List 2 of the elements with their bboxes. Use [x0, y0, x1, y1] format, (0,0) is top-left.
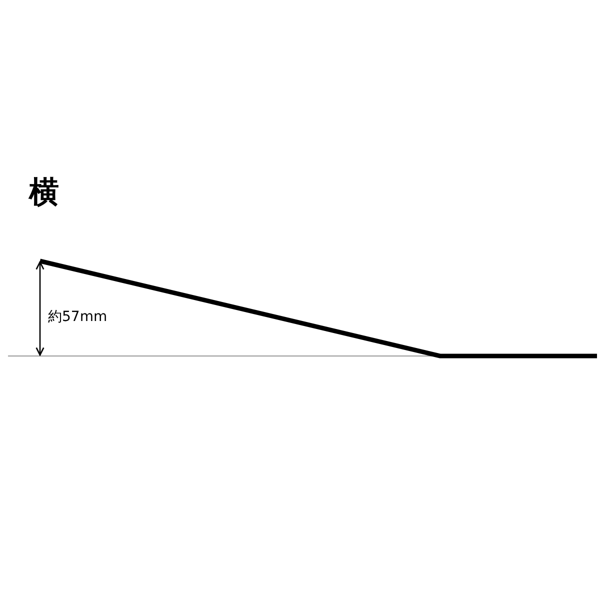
- title: 横: [29, 174, 59, 212]
- dimension-label: 約57mm: [48, 308, 108, 326]
